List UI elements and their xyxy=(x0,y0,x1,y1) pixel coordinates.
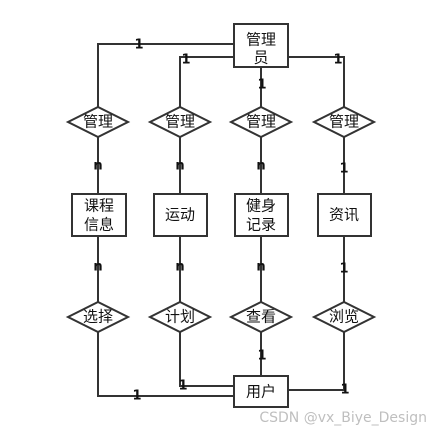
relation-manage-4-label: 管理 xyxy=(329,113,359,131)
card-sport-plan: n xyxy=(175,260,184,275)
relation-manage-2-label: 管理 xyxy=(165,113,195,131)
card-view-user: 1 xyxy=(257,349,266,364)
card-admin-manage3: 1 xyxy=(257,78,266,93)
entity-fitness-line2: 记录 xyxy=(246,216,276,234)
entity-admin-line1: 管理 xyxy=(246,31,276,49)
relation-view-label: 查看 xyxy=(246,308,276,326)
edge-admin-manage4 xyxy=(288,56,345,107)
entity-news: 资讯 xyxy=(317,193,372,237)
entity-sport: 运动 xyxy=(153,193,208,237)
relation-manage-1-label: 管理 xyxy=(83,113,113,131)
card-manage1-course: n xyxy=(93,159,102,174)
relation-plan-label: 计划 xyxy=(165,308,195,326)
entity-fitness: 健身 记录 xyxy=(234,193,289,237)
entity-user: 用户 xyxy=(233,375,289,408)
relation-select: 选择 xyxy=(65,300,131,334)
relation-browse-label: 浏览 xyxy=(329,308,359,326)
relation-select-label: 选择 xyxy=(83,308,113,326)
edge-admin-manage1 xyxy=(97,43,234,107)
entity-sport-label: 运动 xyxy=(165,206,195,224)
card-admin-manage1: 1 xyxy=(134,38,143,53)
relation-browse: 浏览 xyxy=(311,300,377,334)
card-admin-manage2: 1 xyxy=(181,53,190,68)
entity-course-line2: 信息 xyxy=(84,216,114,234)
relation-manage-3-label: 管理 xyxy=(246,113,276,131)
card-browse-user: 1 xyxy=(340,383,349,398)
relation-view: 查看 xyxy=(228,300,294,334)
edge-plan-user xyxy=(179,332,234,387)
card-manage3-fitness: n xyxy=(256,159,265,174)
entity-admin-line2: 员 xyxy=(253,49,268,67)
relation-plan: 计划 xyxy=(147,300,213,334)
cardinality-labels: 1 1 1 1 n n n 1 n n n 1 1 1 1 1 xyxy=(93,38,349,404)
card-manage2-sport: n xyxy=(175,159,184,174)
card-manage4-news: 1 xyxy=(339,162,348,177)
card-news-browse: 1 xyxy=(339,262,348,277)
card-fitness-view: n xyxy=(256,260,265,275)
entity-course: 课程 信息 xyxy=(71,193,127,237)
relation-manage-4: 管理 xyxy=(311,105,377,139)
card-plan-user: 1 xyxy=(178,379,187,394)
card-admin-manage4: 1 xyxy=(333,53,342,68)
entity-course-line1: 课程 xyxy=(84,197,114,215)
relation-manage-3: 管理 xyxy=(228,105,294,139)
relation-manage-1: 管理 xyxy=(65,105,131,139)
entity-user-label: 用户 xyxy=(246,383,276,401)
edge-admin-manage2 xyxy=(179,56,234,107)
edge-select-user xyxy=(97,332,234,397)
entity-news-label: 资讯 xyxy=(329,206,359,224)
card-course-select: n xyxy=(93,260,102,275)
watermark-text: CSDN @vx_Biye_Design xyxy=(259,410,427,426)
relation-manage-2: 管理 xyxy=(147,105,213,139)
card-select-user: 1 xyxy=(132,389,141,404)
edge-browse-user xyxy=(288,332,345,391)
entity-admin: 管理 员 xyxy=(233,23,289,68)
entity-fitness-line1: 健身 xyxy=(246,197,276,215)
